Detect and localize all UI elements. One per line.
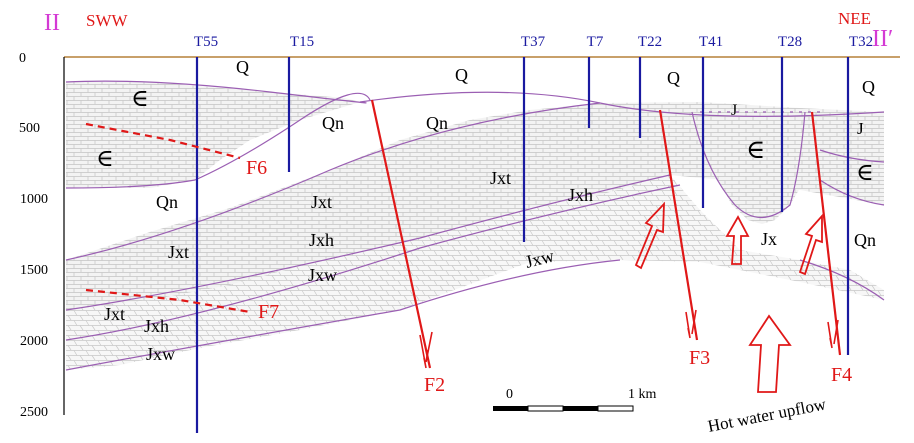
section-end-label: II′ xyxy=(872,26,893,52)
borehole-label: T32 xyxy=(849,34,873,50)
depth-axis: 0 500 1000 1500 2000 2500 xyxy=(19,51,48,420)
formation-label: Jxw xyxy=(146,344,175,364)
upflow-arrows xyxy=(634,201,823,393)
upflow-arrow xyxy=(634,201,665,270)
formation-label: Jxt xyxy=(311,192,332,212)
borehole-label: T28 xyxy=(778,34,802,50)
formation-label: ∈ xyxy=(856,160,874,186)
depth-tick-label: 0 xyxy=(19,51,26,66)
fault-label: F3 xyxy=(689,347,710,369)
depth-tick-label: 2000 xyxy=(20,334,48,349)
fault-label: F2 xyxy=(424,374,445,396)
formation-label: J xyxy=(857,119,864,138)
borehole-label: T7 xyxy=(587,34,604,50)
section-start-label: II xyxy=(44,10,60,36)
formation-label: ∈ xyxy=(746,135,765,164)
formation-label: Q xyxy=(236,57,249,77)
formation-label: Jxh xyxy=(144,316,169,336)
layer-jxw-base xyxy=(66,175,884,370)
fault-label: F7 xyxy=(258,301,279,323)
upflow-annotation: Hot water upflow xyxy=(706,394,828,436)
formation-labels: Q Q Q Q ∈ ∈ ∈ ∈ Qn Qn Qn Qn J J Jx Jxt J… xyxy=(96,57,876,364)
fault-motion-arrows xyxy=(419,309,839,369)
layer-cambrian-west xyxy=(66,82,360,188)
formation-label: Qn xyxy=(854,230,876,250)
borehole-label: T41 xyxy=(699,34,723,50)
formation-label: Qn xyxy=(322,113,344,133)
direction-start-label: SWW xyxy=(86,11,129,30)
direction-end-label: NEE xyxy=(838,9,871,28)
faults xyxy=(85,99,842,369)
formation-label: Jxt xyxy=(490,168,511,188)
depth-tick-label: 1500 xyxy=(20,263,48,278)
borehole-label: T55 xyxy=(194,34,218,50)
formation-label: Qn xyxy=(426,113,448,133)
formation-label: Jx xyxy=(761,229,777,249)
borehole-label: T22 xyxy=(638,34,662,50)
fault-label: F6 xyxy=(246,157,267,179)
formation-label: ∈ xyxy=(96,146,114,172)
depth-tick-label: 500 xyxy=(19,121,40,136)
fault-f4 xyxy=(810,111,842,356)
upflow-arrow xyxy=(798,213,823,276)
fault-f2 xyxy=(370,99,432,369)
geology-fills xyxy=(66,82,884,370)
layer-cambrian-basin xyxy=(692,112,884,224)
fault-f4-arrows xyxy=(827,319,839,349)
upflow-arrow-large xyxy=(748,314,792,393)
formation-label: J xyxy=(731,102,737,119)
boreholes xyxy=(195,57,850,433)
scale-bar: 0 1 km xyxy=(493,387,657,412)
borehole-labels: T55 T15 T37 T7 T22 T41 T28 T32 xyxy=(194,34,873,50)
borehole-label: T37 xyxy=(521,34,546,50)
upflow-arrow xyxy=(725,215,750,265)
formation-label: Q xyxy=(667,68,680,88)
formation-label: Jxh xyxy=(568,185,593,205)
scale-bar-length: 1 km xyxy=(628,387,657,402)
fault-f3-arrows xyxy=(685,309,697,339)
formation-label: Qn xyxy=(156,192,178,212)
formation-label: ∈ xyxy=(131,86,149,112)
formation-contacts xyxy=(65,80,885,371)
formation-label: Jxt xyxy=(168,242,189,262)
depth-tick-label: 2500 xyxy=(20,405,48,420)
fault-f2-arrows xyxy=(419,331,433,369)
formation-label: Jxt xyxy=(104,304,125,324)
formation-label: Jxw xyxy=(308,265,337,285)
fault-label: F4 xyxy=(831,364,852,386)
scale-bar-zero: 0 xyxy=(506,387,513,402)
formation-label: Jxh xyxy=(309,230,334,250)
fault-labels: F2 F3 F4 F6 F7 xyxy=(246,157,852,396)
formation-label: Q xyxy=(862,77,875,97)
depth-tick-label: 1000 xyxy=(20,192,48,207)
layer-jurassic-sandstone xyxy=(66,102,884,310)
fault-f3 xyxy=(658,109,699,341)
borehole-label: T15 xyxy=(290,34,314,50)
formation-label: Q xyxy=(455,65,468,85)
fault-f6 xyxy=(85,122,241,160)
